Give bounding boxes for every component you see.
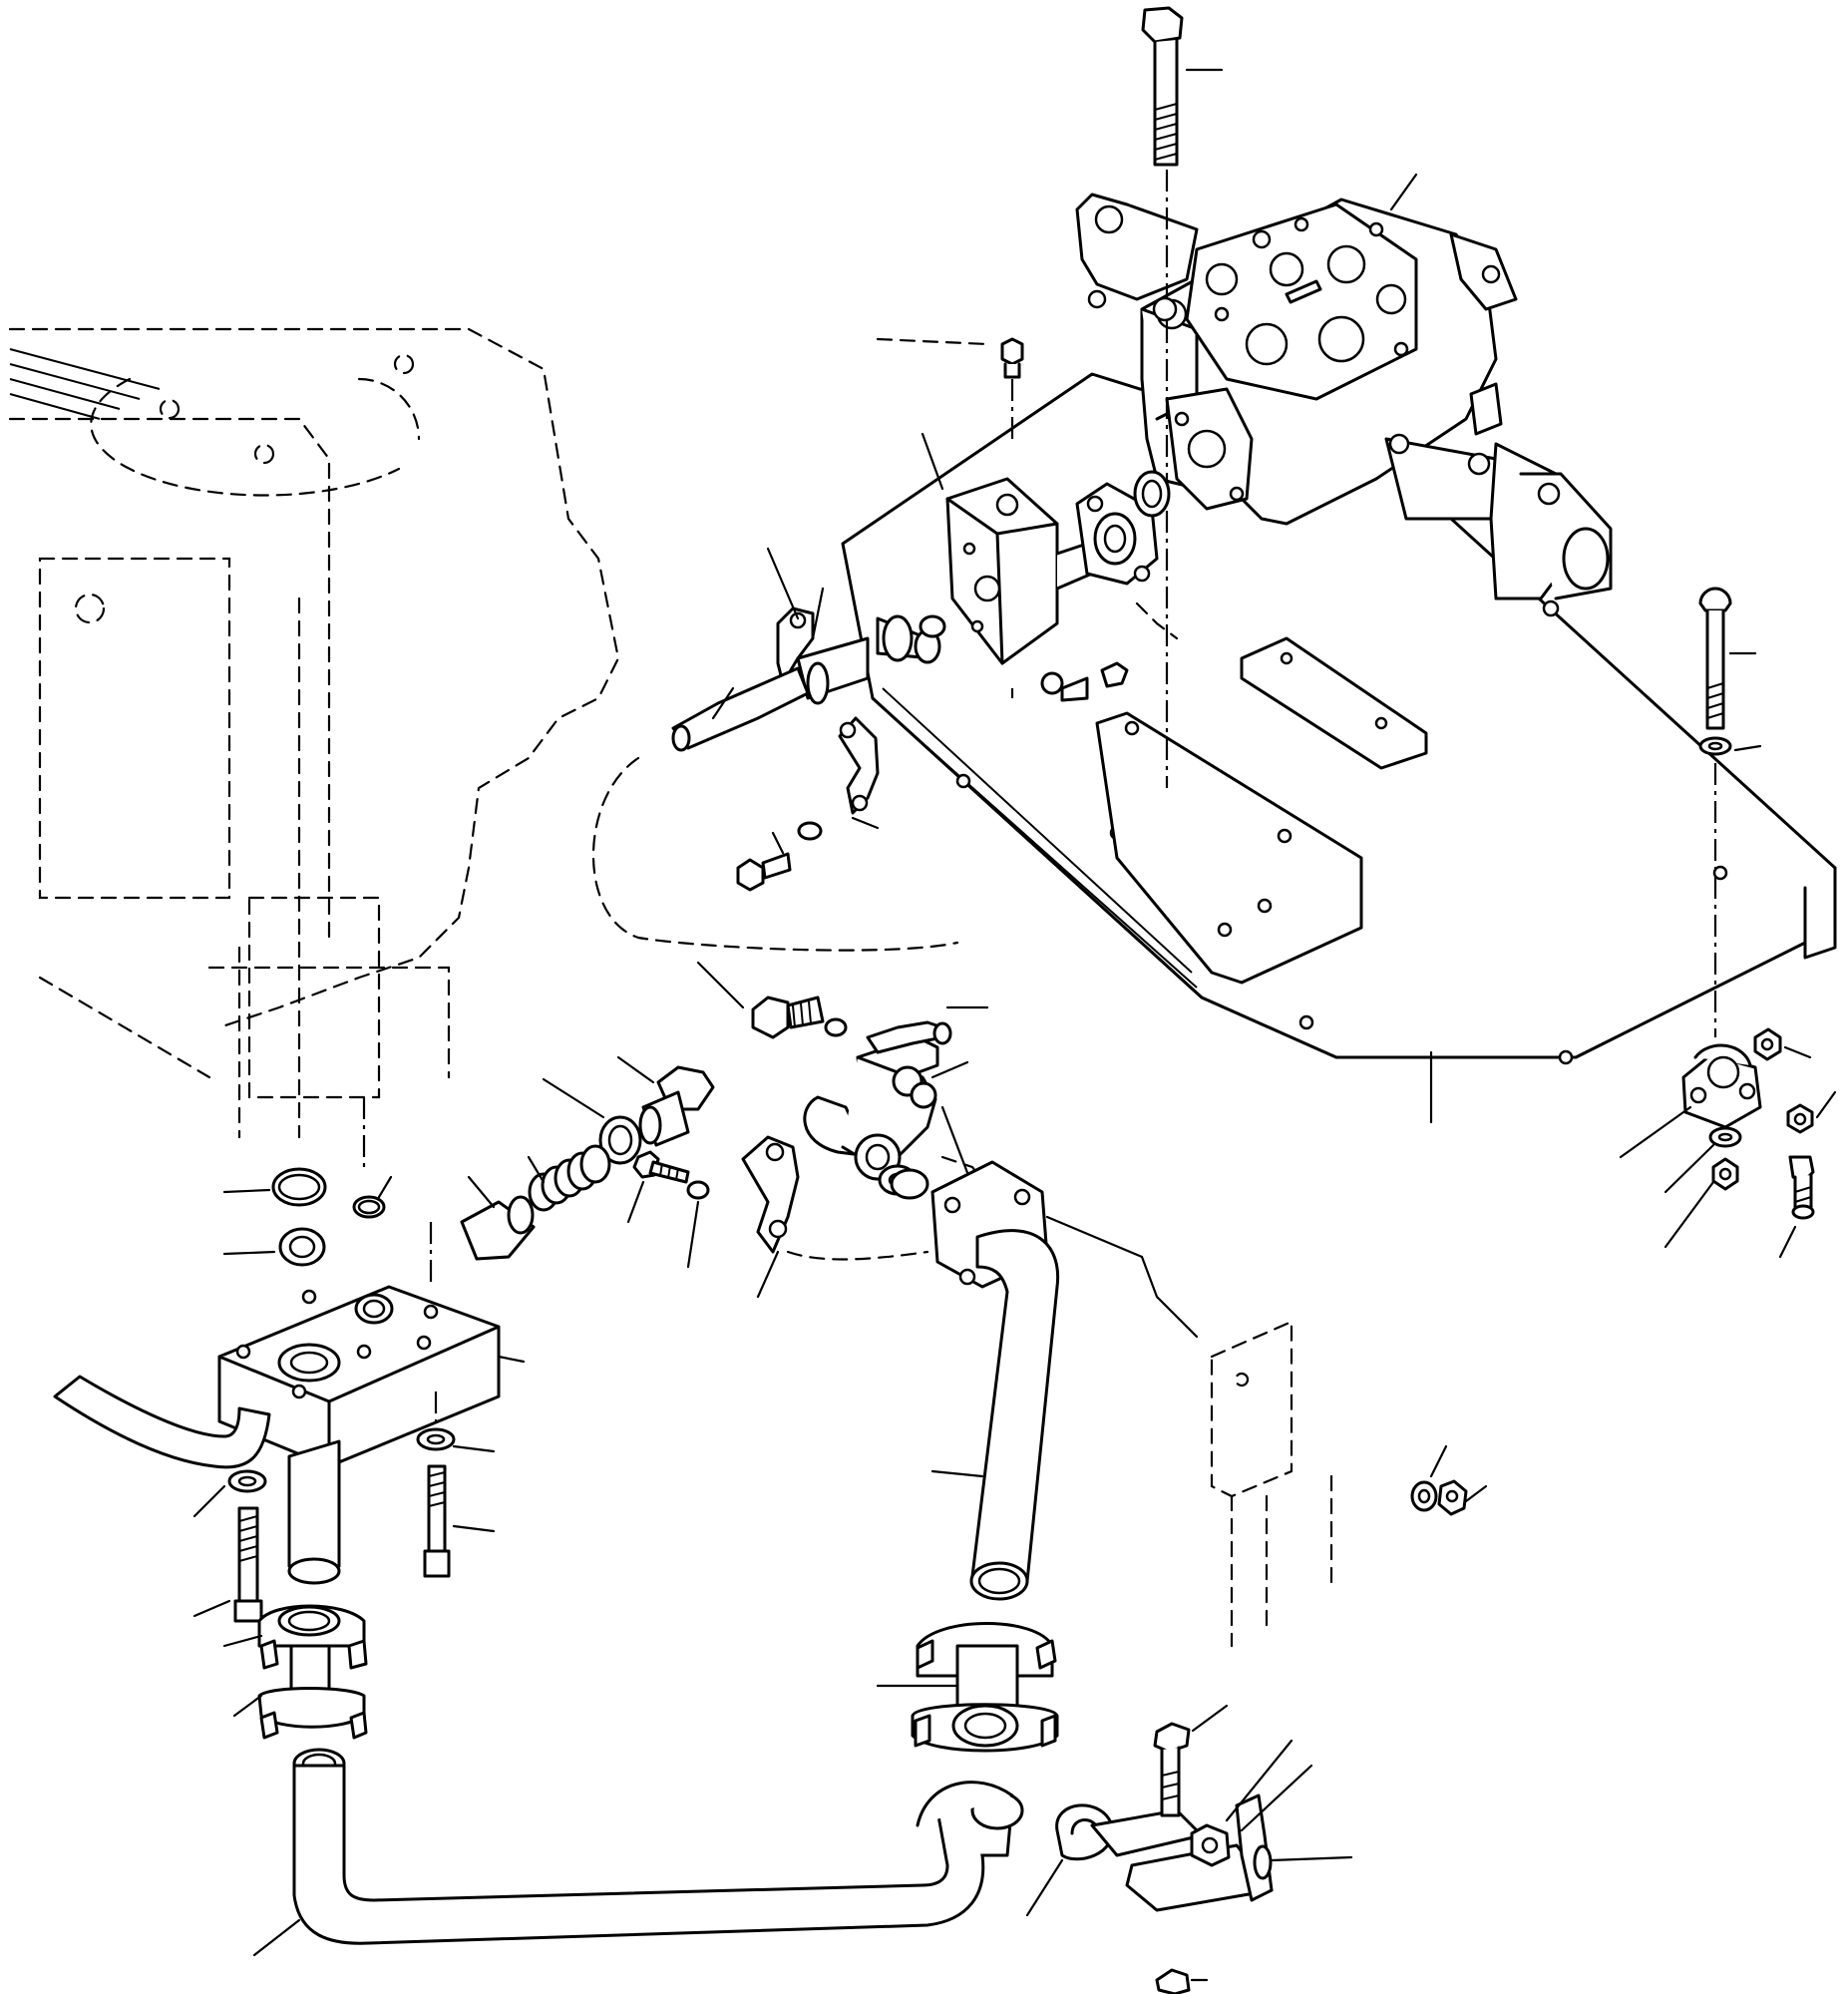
- return-pipe-lower: [252, 1748, 1024, 1957]
- split-flange-half: [741, 1135, 929, 1299]
- small-screw: [626, 1150, 710, 1269]
- pipe-clamp-left: [222, 1604, 368, 1740]
- valve-mounting-bolt: [1141, 6, 1224, 788]
- tank-outline-phantom: [8, 327, 620, 1139]
- flange-adapter-block: [876, 337, 1179, 698]
- spring: [527, 1144, 611, 1212]
- plunger: [460, 1175, 536, 1261]
- split-flange-halves: [591, 547, 1129, 952]
- relief-valve-block: [53, 1097, 526, 1623]
- pipe-clamp-right: [876, 1622, 1059, 1753]
- o-ring-plug: [542, 1077, 642, 1165]
- bracket-phantom: [1210, 1320, 1333, 1648]
- return-pipe-vertical: [930, 1160, 1199, 1601]
- control-valve-block: [1075, 173, 1613, 617]
- right-stud-bolt: [1698, 587, 1762, 1037]
- nut-washer-pair: [1410, 1444, 1488, 1516]
- elbow-fitting: [696, 961, 989, 1214]
- plug: [616, 1055, 715, 1147]
- p-clip-bracket: [1025, 1704, 1353, 1994]
- rubber-mount: [1619, 1027, 1837, 1259]
